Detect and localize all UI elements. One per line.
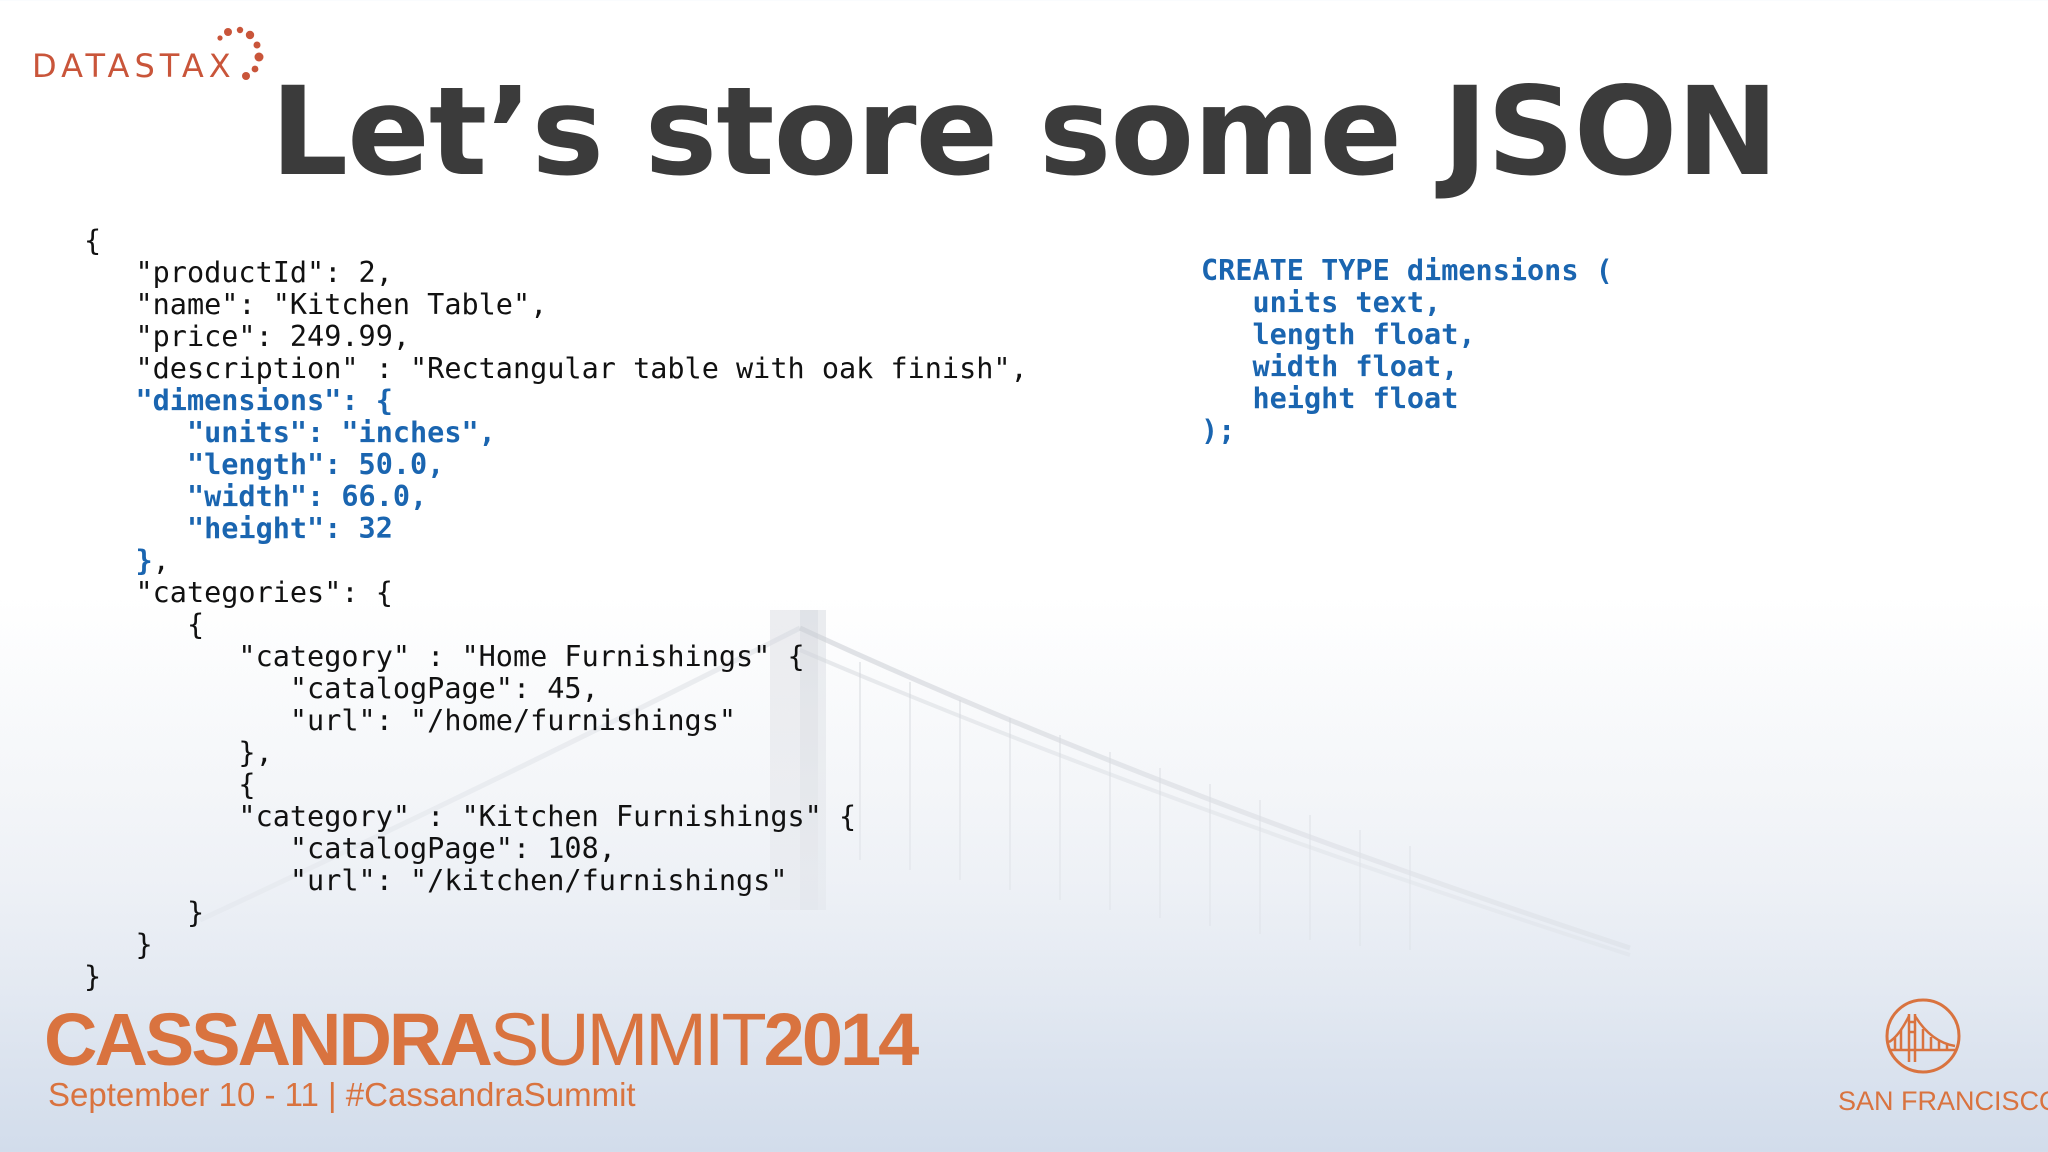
- cassandra-summit-logo: CASSANDRASUMMIT2014: [44, 998, 920, 1081]
- json-code-lines-top: { "productId": 2, "name": "Kitchen Table…: [84, 224, 1028, 385]
- datastax-dots-icon: [217, 26, 264, 80]
- cql-create-type-block: CREATE TYPE dimensions ( units text, len…: [1201, 254, 1613, 447]
- summit-year: 2014: [763, 998, 920, 1081]
- city-label: SAN FRANCISCO: [1838, 1086, 2048, 1116]
- slide-title: Let’s store some JSON: [270, 61, 1778, 203]
- logo-wordmark: DATASTAX: [32, 47, 236, 85]
- json-dimensions-highlight: "dimensions": { "units": "inches", "leng…: [135, 384, 496, 577]
- datastax-logo: DATASTAX: [32, 26, 282, 86]
- summit-word-summit: SUMMIT: [489, 998, 767, 1081]
- summit-tagline: September 10 - 11 | #CassandraSummit: [48, 1076, 636, 1113]
- json-code-block: { "productId": 2, "name": "Kitchen Table…: [84, 225, 1028, 993]
- city-badge: SAN FRANCISCO: [1838, 996, 2048, 1117]
- summit-word-cassandra: CASSANDRA: [44, 998, 493, 1081]
- golden-gate-bridge-icon: [1885, 998, 1961, 1074]
- json-code-lines-bottom: , "categories": { { "category" : "Home F…: [84, 544, 857, 993]
